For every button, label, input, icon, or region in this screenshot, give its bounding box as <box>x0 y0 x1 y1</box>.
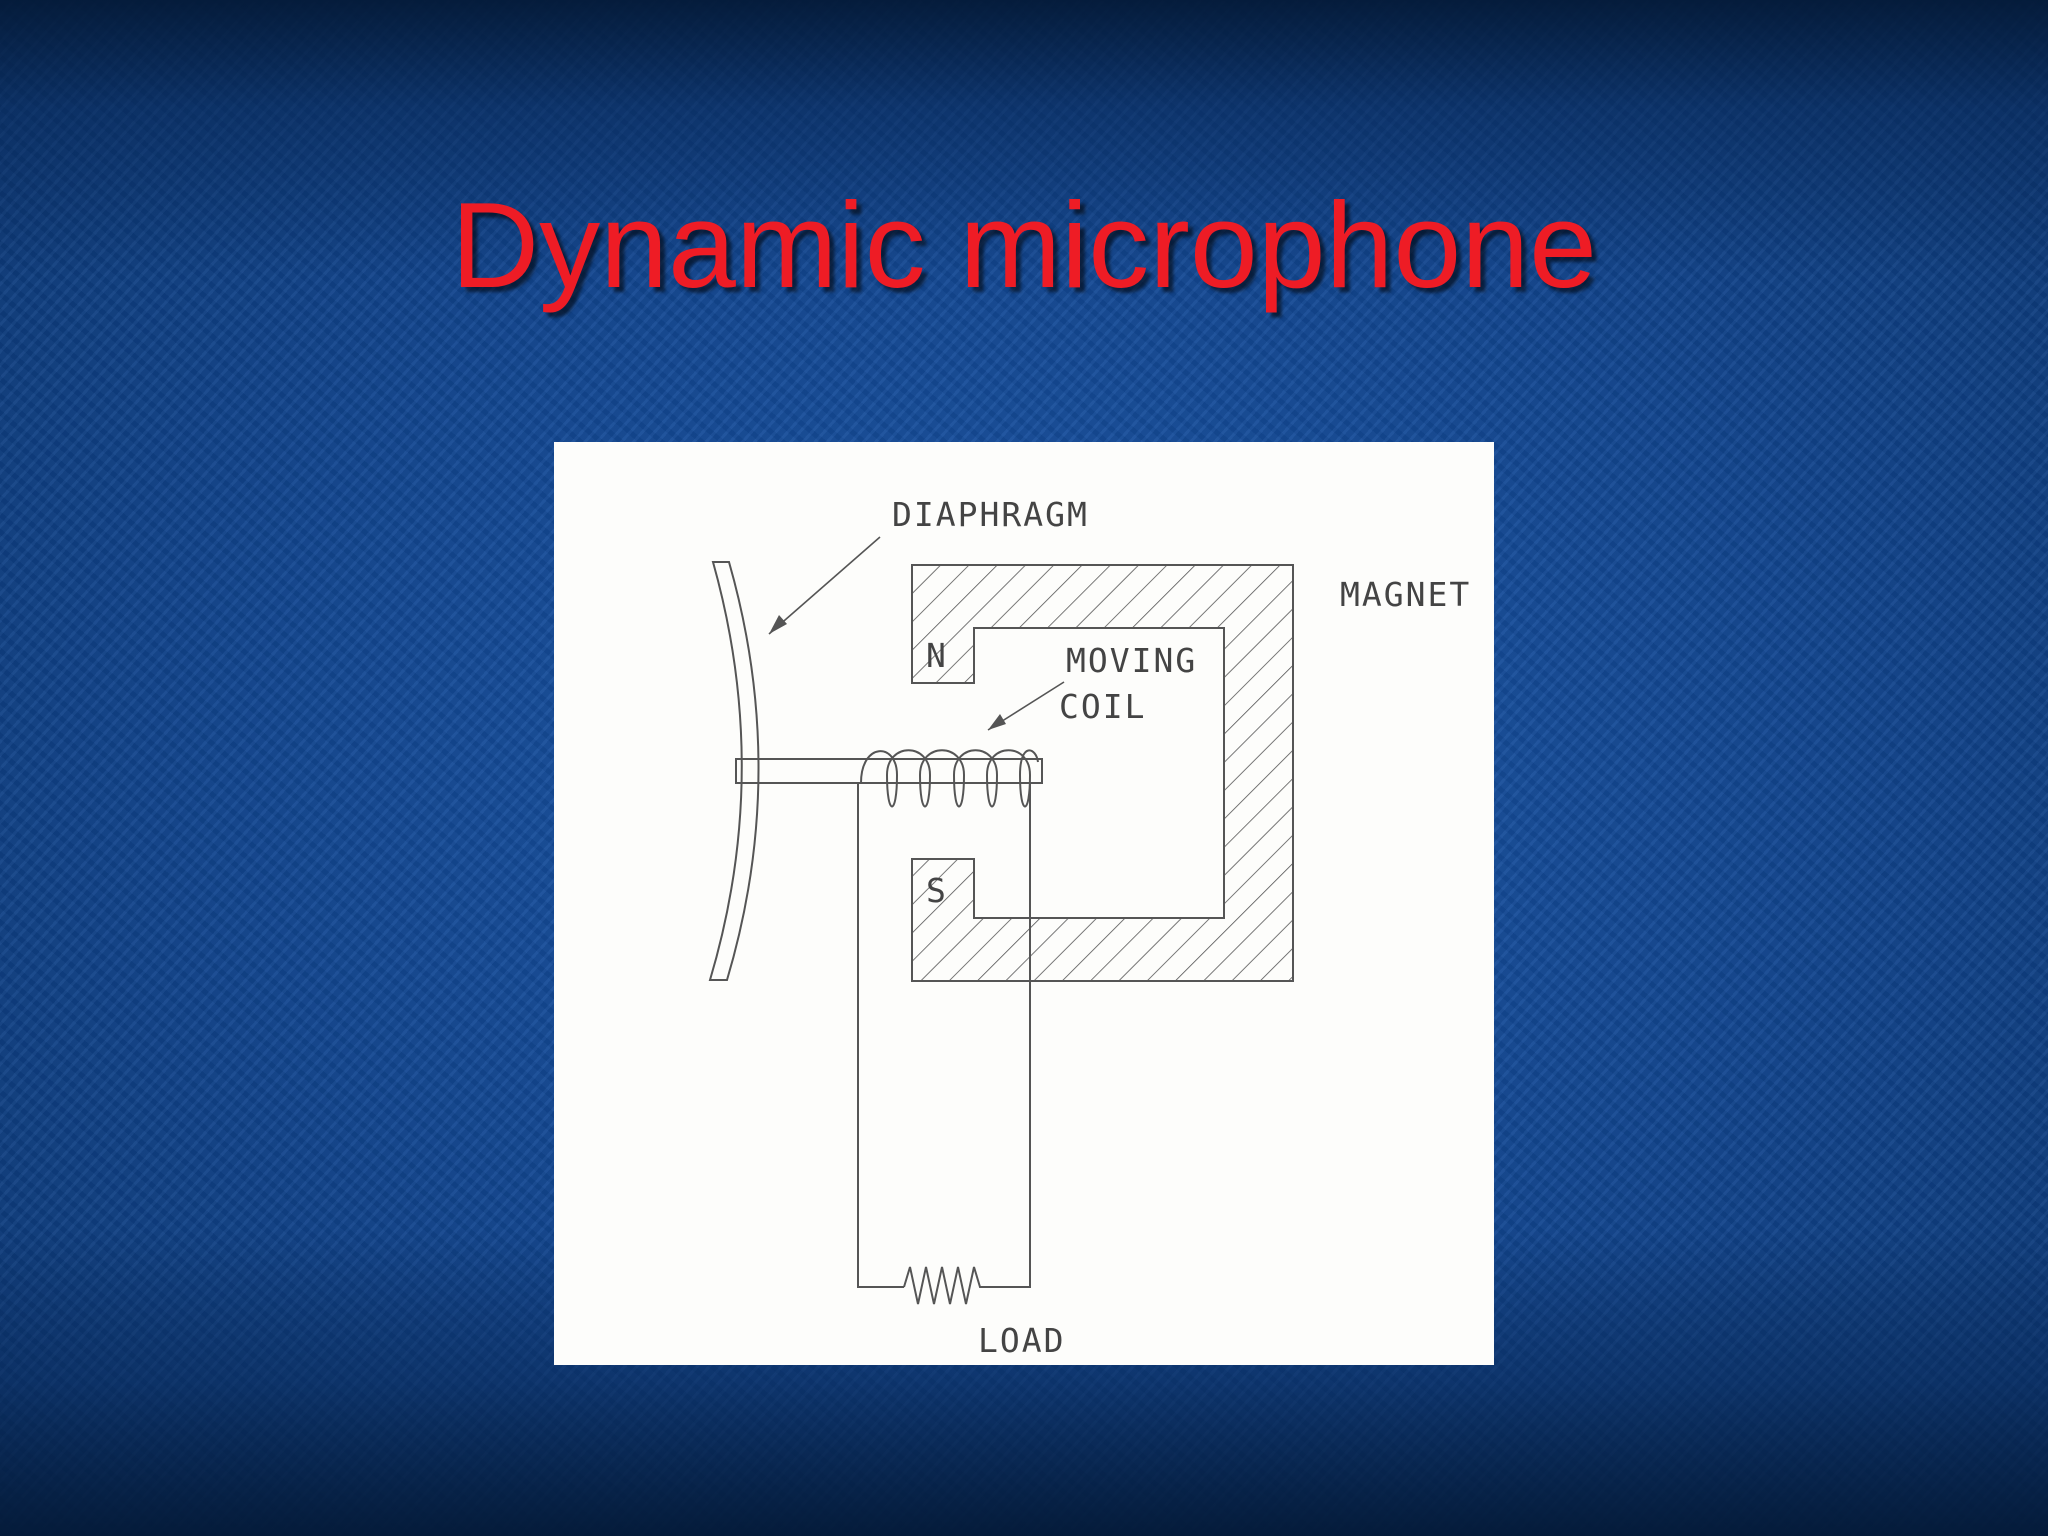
microphone-diagram-svg: N S DIAPHRAGM MAGNET MOVING COIL LOAD <box>708 495 1471 1360</box>
diaphragm-label: DIAPHRAGM <box>892 495 1089 534</box>
south-pole-label: S <box>926 871 948 910</box>
diaphragm-arrowhead <box>769 615 787 634</box>
moving-coil-label-line1: MOVING <box>1066 641 1197 680</box>
coil-rod <box>735 758 1043 784</box>
microphone-diagram: N S DIAPHRAGM MAGNET MOVING COIL LOAD <box>554 442 1494 1365</box>
diaphragm-leader <box>768 536 881 635</box>
slide-title: Dynamic microphone <box>451 177 1597 313</box>
load-resistor <box>903 1266 984 1305</box>
magnet-label: MAGNET <box>1340 575 1471 614</box>
coil-lead-left <box>857 783 904 1288</box>
diaphragm <box>708 561 760 981</box>
coil-arrowhead <box>988 714 1006 730</box>
north-pole-label: N <box>926 636 948 675</box>
moving-coil-label-line2: COIL <box>1059 687 1146 726</box>
moving-coil <box>860 749 1039 808</box>
magnet-body <box>911 564 1294 982</box>
load-label: LOAD <box>978 1321 1065 1360</box>
coil-lead-right <box>984 783 1031 1288</box>
